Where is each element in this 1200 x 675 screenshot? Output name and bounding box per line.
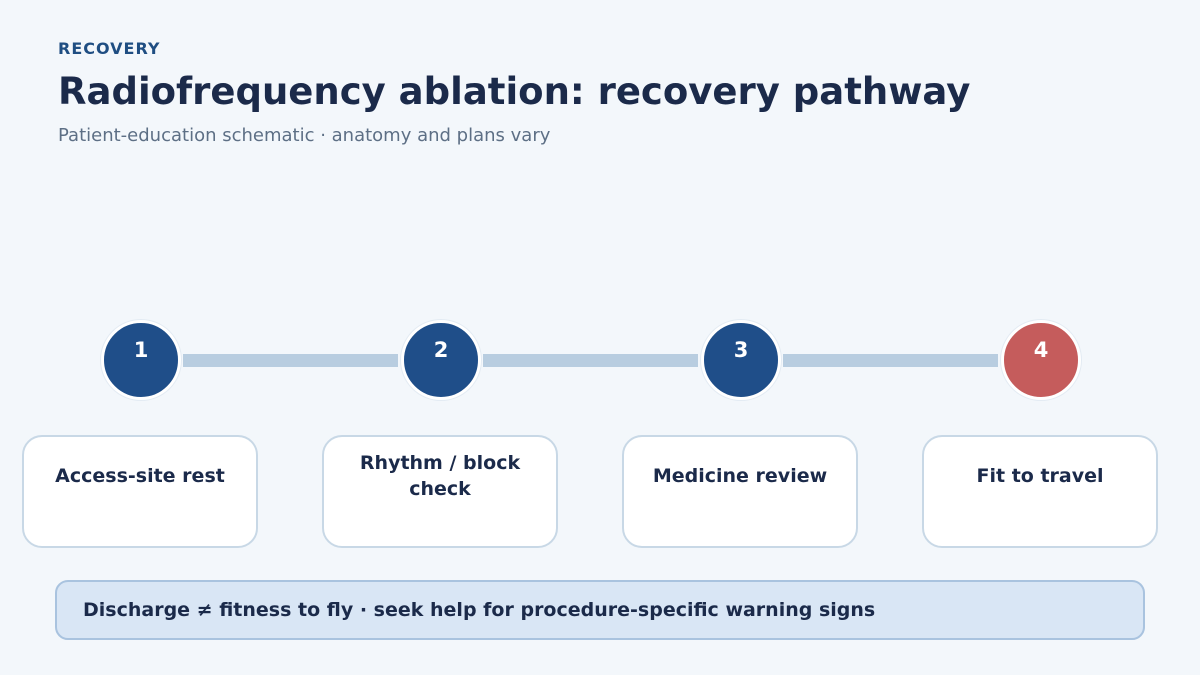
connector-1-2 [183, 354, 398, 367]
page-subtitle: Patient-education schematic · anatomy an… [58, 125, 551, 146]
page-title: Radiofrequency ablation: recovery pathwa… [58, 70, 971, 113]
connector-2-3 [483, 354, 698, 367]
step-1-card: Access-site rest [22, 435, 258, 548]
step-4-node: 4 [1001, 320, 1081, 400]
step-3-label: Medicine review [652, 465, 828, 487]
step-4-card: Fit to travel [922, 435, 1158, 548]
step-1-node: 1 [101, 320, 181, 400]
eyebrow-label: RECOVERY [58, 39, 161, 58]
step-2-label: Rhythm / block check [359, 452, 521, 500]
step-2-node: 2 [401, 320, 481, 400]
step-4-label: Fit to travel [976, 465, 1104, 487]
connector-3-4 [783, 354, 998, 367]
step-2-card: Rhythm / block check [322, 435, 558, 548]
step-1-label: Access-site rest [55, 465, 225, 487]
step-3-card: Medicine review [622, 435, 858, 548]
warning-note-text: Discharge ≠ fitness to fly · seek help f… [83, 599, 876, 621]
warning-note: Discharge ≠ fitness to fly · seek help f… [55, 580, 1145, 640]
step-3-node: 3 [701, 320, 781, 400]
